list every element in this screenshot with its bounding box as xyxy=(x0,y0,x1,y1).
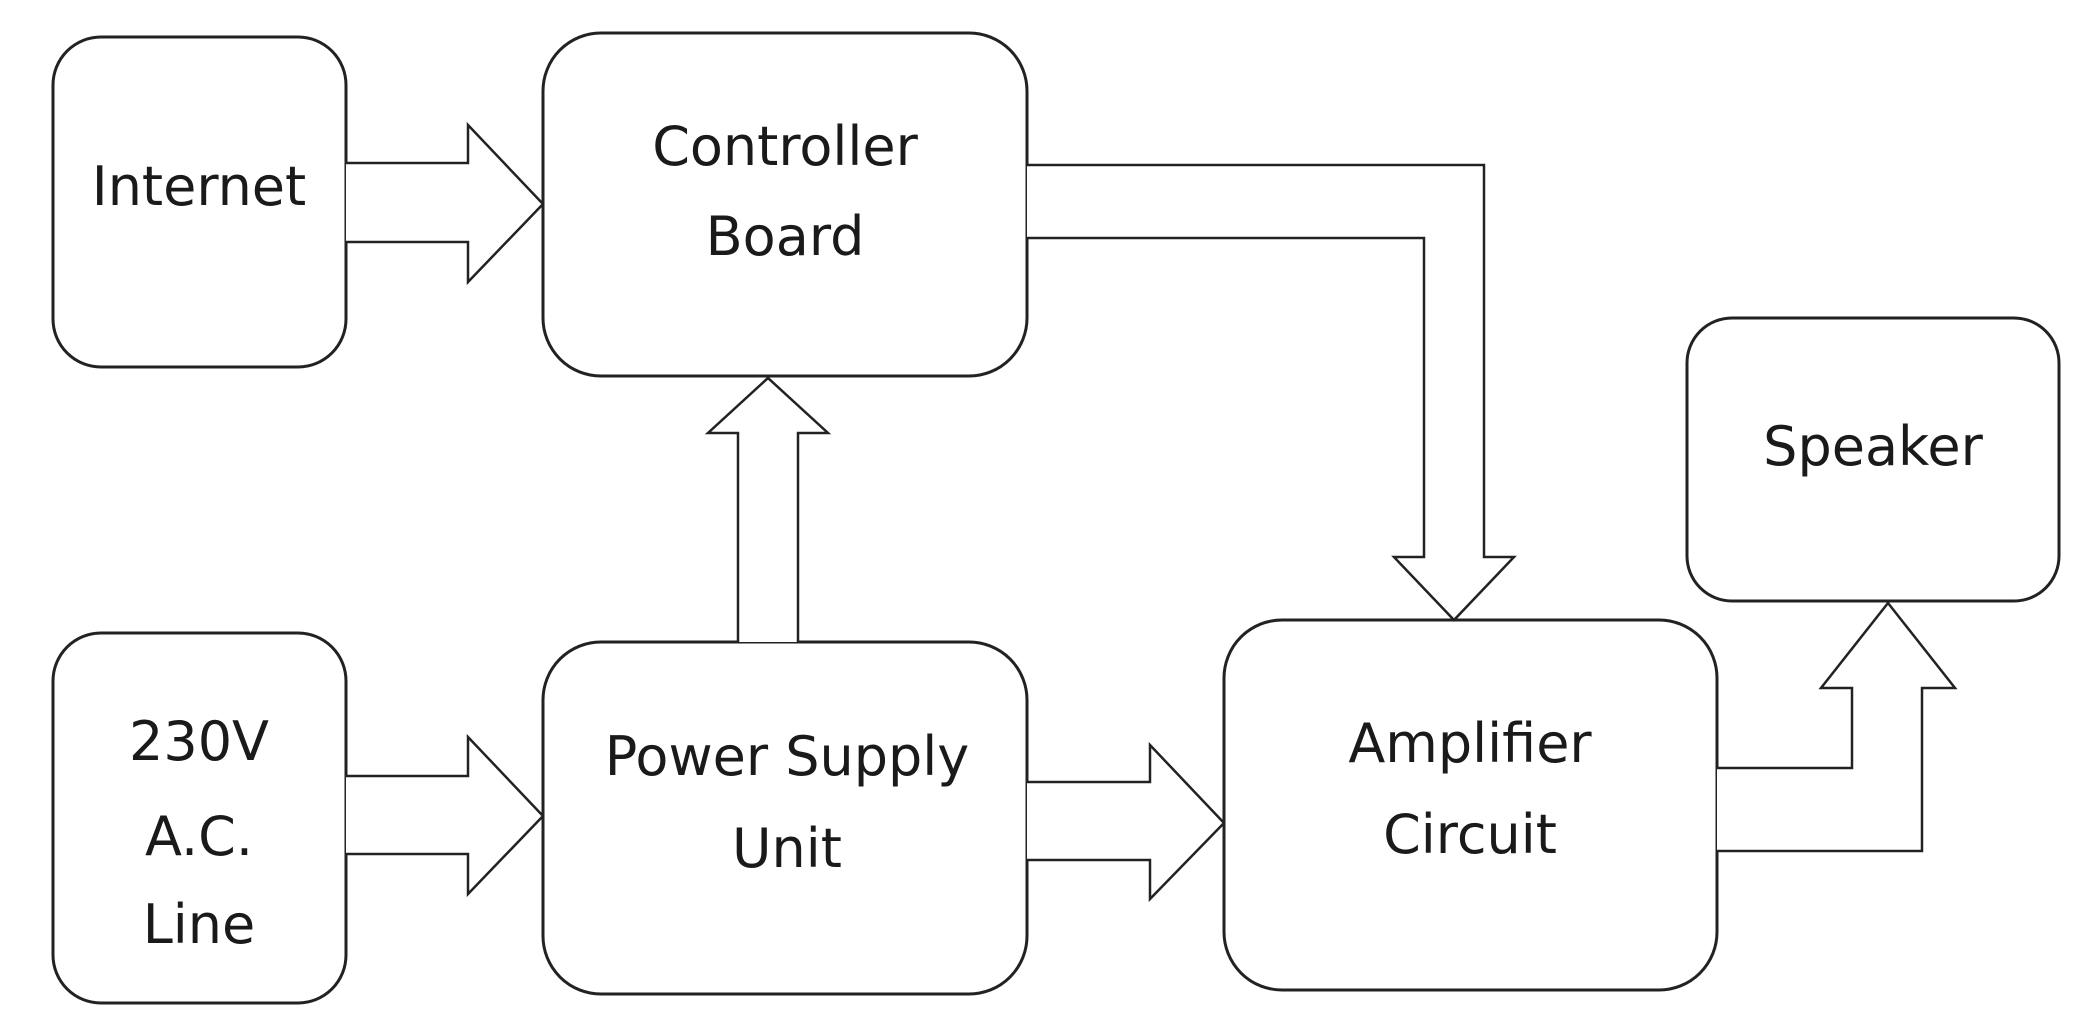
amplifier-circuit-label-line-2: Circuit xyxy=(1383,803,1557,866)
power-supply-unit-block: Power Supply Unit xyxy=(541,640,1029,996)
internet-block: Internet xyxy=(51,35,348,369)
controller-board-block: Controller Board xyxy=(541,31,1029,378)
amplifier-to-speaker-arrow xyxy=(1717,600,1958,853)
controller-board-label-line-1: Controller xyxy=(652,115,918,178)
mains-block: 230V A.C. Line xyxy=(51,631,348,1005)
mains-label-line-3: Line xyxy=(143,893,256,956)
internet-label: Internet xyxy=(92,155,306,218)
mains-label-line-2: A.C. xyxy=(145,805,253,868)
controller-to-amplifier-arrow xyxy=(1027,163,1517,622)
mains-to-psu-arrow xyxy=(346,733,545,898)
psu-to-controller-arrow xyxy=(704,376,832,642)
internet-to-controller-arrow xyxy=(346,121,545,286)
mains-label-line-1: 230V xyxy=(129,710,269,773)
controller-board-label-line-2: Board xyxy=(706,205,865,268)
power-supply-unit-label-line-2: Unit xyxy=(732,817,842,880)
power-supply-unit-label-line-1: Power Supply xyxy=(605,725,969,788)
amplifier-circuit-block: Amplifier Circuit xyxy=(1222,618,1719,992)
speaker-block: Speaker xyxy=(1685,316,2061,603)
amplifier-circuit-label-line-1: Amplifier xyxy=(1348,712,1592,775)
psu-to-amplifier-arrow xyxy=(1027,741,1226,903)
speaker-label: Speaker xyxy=(1763,415,1983,478)
